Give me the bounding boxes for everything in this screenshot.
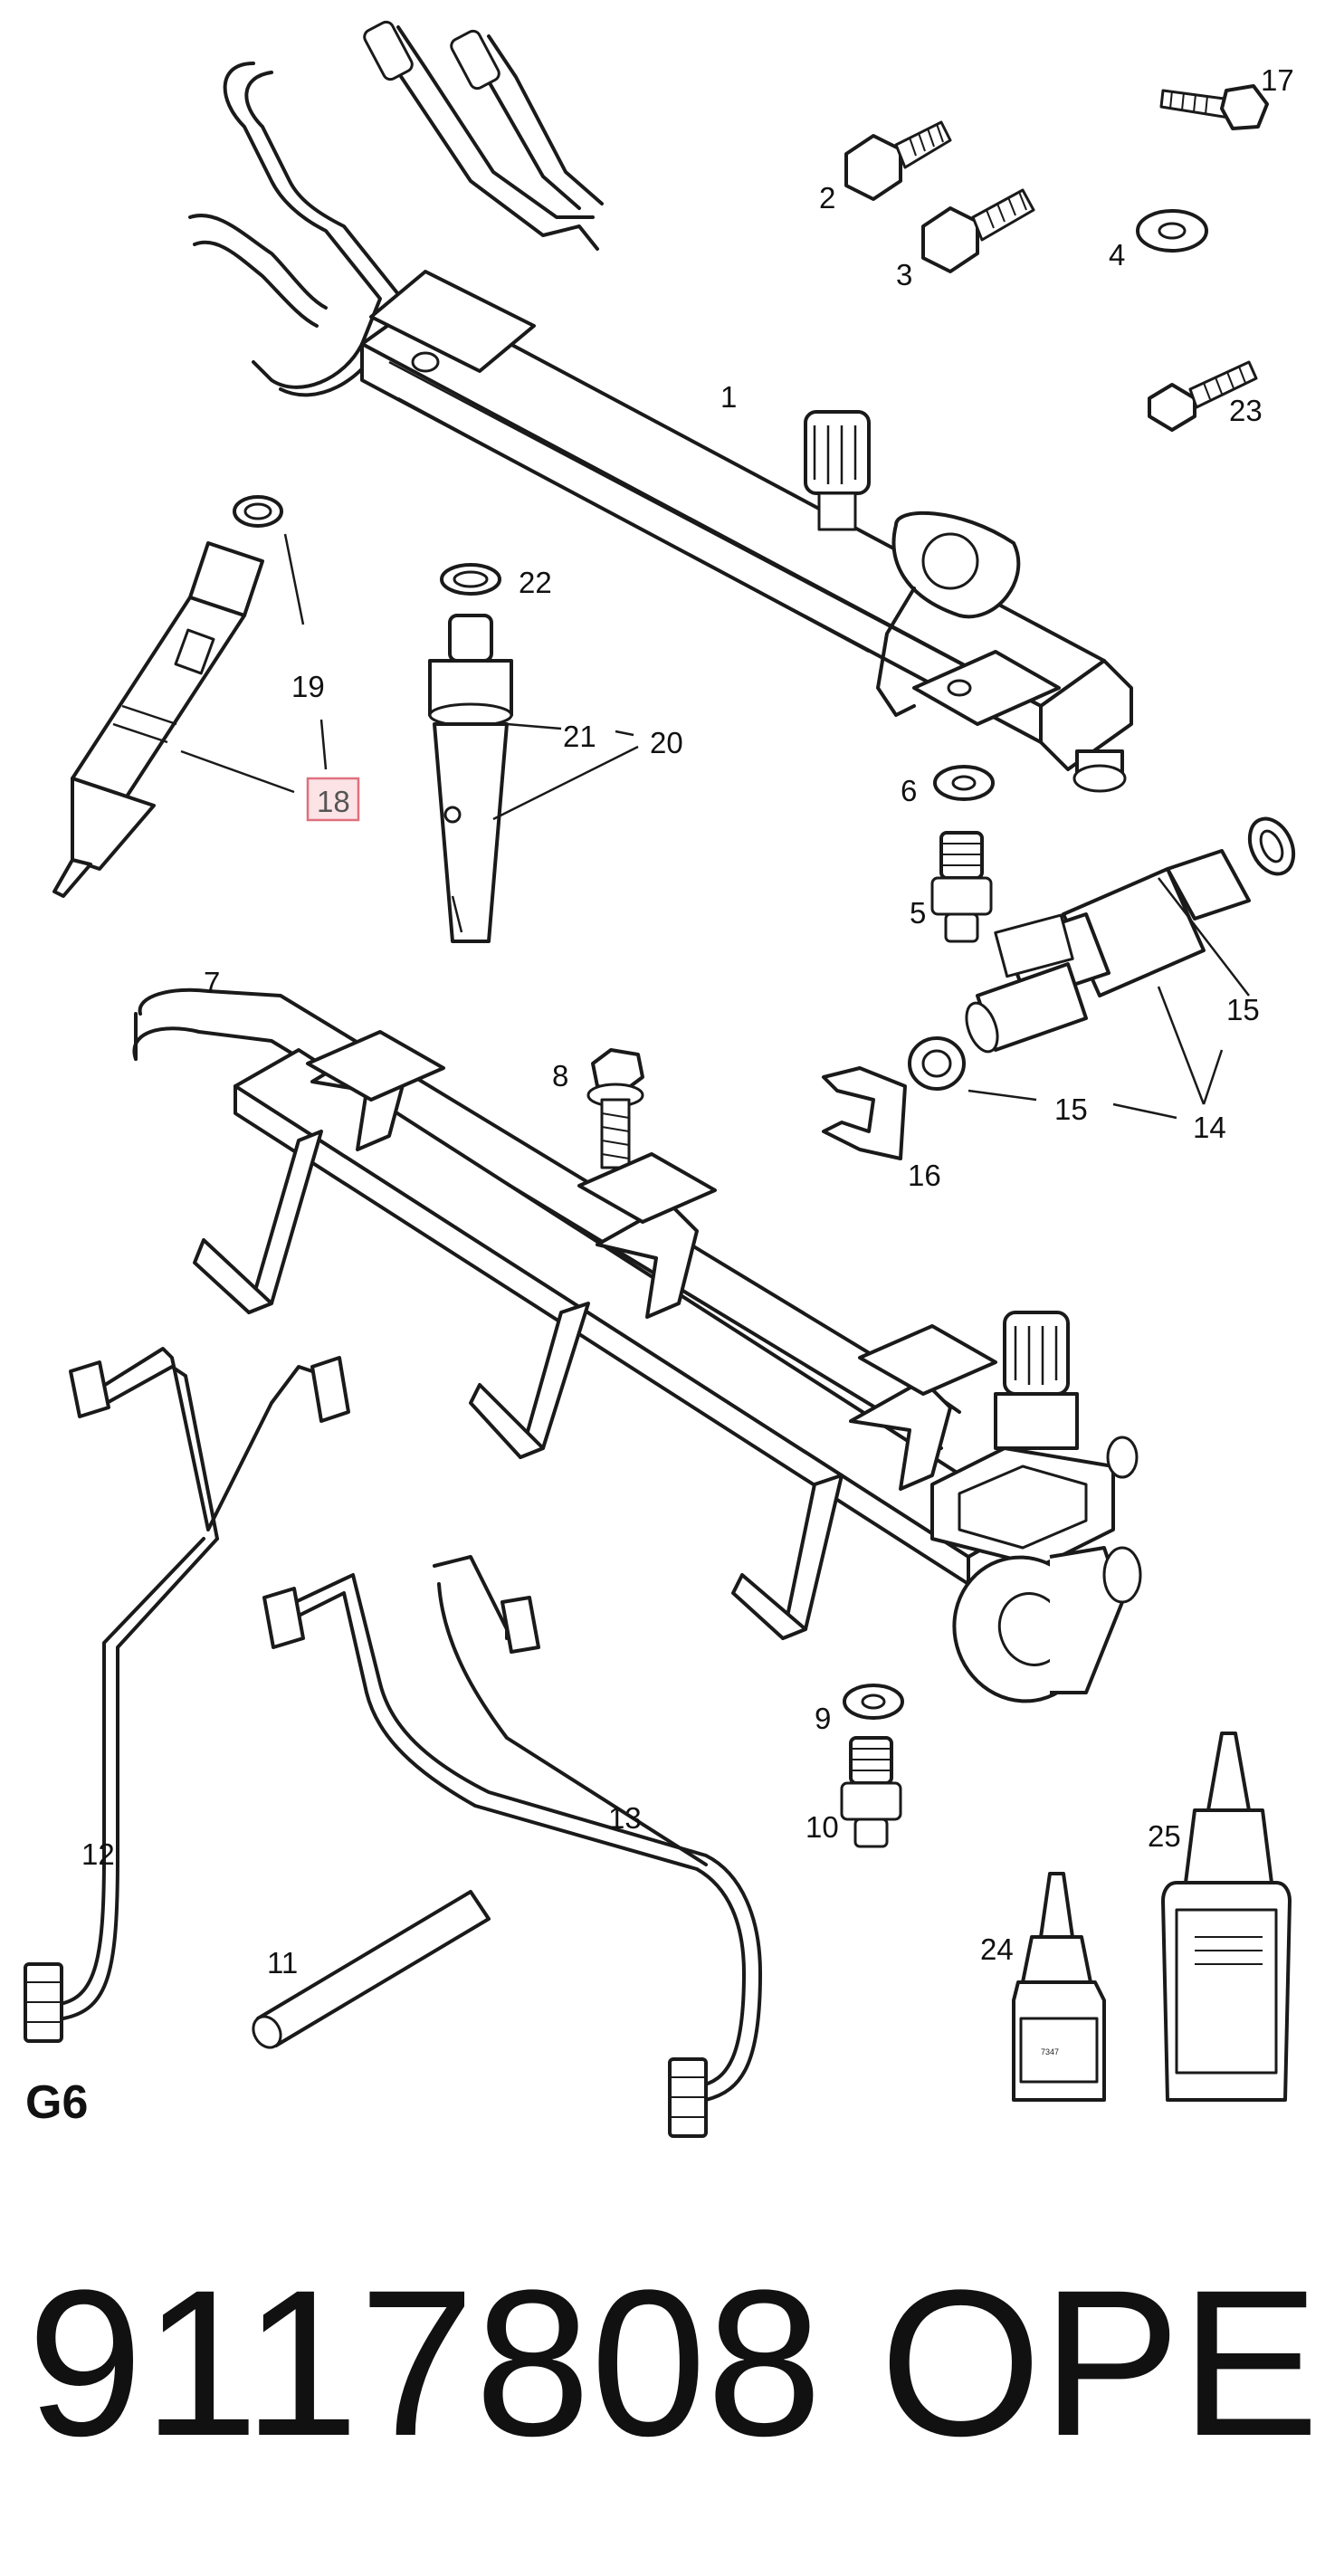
callout-3[interactable]: 3 [896, 258, 912, 291]
callout-22[interactable]: 22 [519, 566, 552, 599]
injector-18[interactable] [52, 495, 283, 898]
fitting-10[interactable] [840, 1736, 902, 1848]
washer-6[interactable] [933, 765, 995, 801]
callout-5[interactable]: 5 [910, 896, 926, 930]
bolt-8[interactable] [586, 1048, 644, 1169]
sensor-20[interactable] [428, 563, 513, 943]
callout-12[interactable]: 12 [81, 1837, 115, 1871]
callout-11[interactable]: 11 [267, 1946, 298, 1980]
callout-6[interactable]: 6 [901, 774, 917, 807]
part-number: 9117808 [27, 2247, 822, 2479]
callout-1[interactable]: 1 [720, 380, 737, 414]
callout-10[interactable]: 10 [805, 1810, 839, 1844]
bolt-2[interactable] [844, 120, 952, 201]
callout-2[interactable]: 2 [819, 181, 835, 215]
fuel-rail-top[interactable] [188, 20, 1133, 793]
callout-9[interactable]: 9 [815, 1702, 831, 1735]
callout-23[interactable]: 23 [1229, 394, 1263, 427]
hose-11[interactable] [248, 1890, 491, 2053]
adhesive-bottle-24[interactable]: 7347 [1012, 1872, 1106, 2102]
fuel-rail-lower[interactable] [132, 987, 1142, 1721]
leader-lines [180, 533, 1250, 1120]
highlight-box-18 [306, 777, 360, 822]
callout-24[interactable]: 24 [980, 1932, 1014, 1966]
callout-4[interactable]: 4 [1109, 238, 1125, 272]
fuel-pipe-13[interactable] [262, 1555, 762, 2138]
fuel-pipe-12[interactable] [24, 1347, 350, 2043]
group-code: G6 [25, 2076, 88, 2129]
callout-20[interactable]: 20 [650, 726, 683, 759]
bolt-23[interactable] [1148, 360, 1258, 432]
callout-16[interactable]: 16 [908, 1159, 941, 1192]
injector-14[interactable] [908, 812, 1301, 1091]
callout-14[interactable]: 14 [1193, 1111, 1226, 1144]
washer-4[interactable] [1136, 209, 1208, 253]
bolt-3[interactable] [921, 188, 1035, 273]
fitting-5[interactable] [930, 831, 993, 943]
callout-17[interactable]: 17 [1261, 63, 1294, 97]
callout-15-lower[interactable]: 15 [1054, 1092, 1088, 1126]
bolt-17[interactable] [1159, 84, 1269, 130]
callout-15-upper[interactable]: 15 [1226, 993, 1260, 1026]
clip-16[interactable] [822, 1066, 907, 1160]
bottle-24-label: 7347 [1041, 2047, 1059, 2056]
callout-8[interactable]: 8 [552, 1059, 568, 1092]
callout-18[interactable]: 18 [317, 785, 350, 818]
callout-7[interactable]: 7 [204, 966, 220, 999]
washer-9[interactable] [843, 1684, 904, 1720]
callout-19[interactable]: 19 [291, 670, 325, 703]
callout-21[interactable]: 21 [563, 720, 596, 753]
brand-name: OPEL [880, 2247, 1325, 2479]
callout-13[interactable]: 13 [608, 1801, 642, 1835]
sealant-bottle-25[interactable] [1161, 1732, 1292, 2102]
callout-25[interactable]: 25 [1148, 1819, 1181, 1853]
